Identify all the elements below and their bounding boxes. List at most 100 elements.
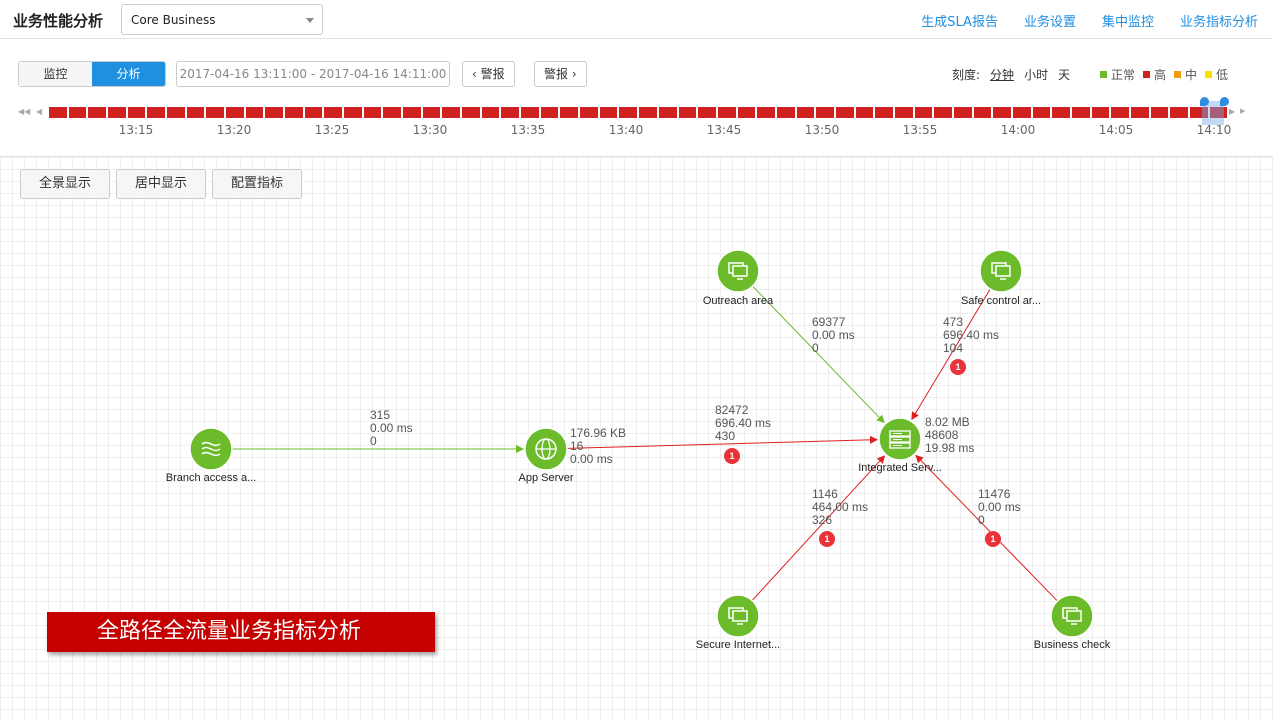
timeline-cell[interactable]	[540, 107, 559, 118]
timeline-cell[interactable]	[245, 107, 264, 118]
timeline-cell[interactable]	[953, 107, 972, 118]
timeline-cell[interactable]	[973, 107, 992, 118]
timeline-cell[interactable]	[855, 107, 874, 118]
timeline-cell[interactable]	[1150, 107, 1169, 118]
configure-metrics-button[interactable]: 配置指标	[212, 169, 303, 199]
node-business[interactable]: Business check	[1034, 594, 1111, 651]
timeline-cell[interactable]	[501, 107, 520, 118]
central-monitor-link[interactable]: 集中监控	[1101, 15, 1154, 30]
scale-day[interactable]: 天	[1058, 68, 1071, 82]
timeline-cell[interactable]	[560, 107, 579, 118]
edge-line[interactable]	[752, 285, 885, 424]
rewind-icon[interactable]: ◀◀	[18, 107, 31, 116]
timeline-cell[interactable]	[462, 107, 480, 118]
timeline-cell[interactable]	[934, 107, 952, 118]
timeline-cell[interactable]	[698, 107, 716, 118]
timeline-cell[interactable]	[914, 107, 933, 118]
scale-minute[interactable]: 分钟	[990, 68, 1015, 82]
timeline-cell[interactable]	[383, 107, 402, 118]
node-branch[interactable]: Branch access a...	[166, 427, 257, 484]
edge-line[interactable]	[566, 435, 879, 449]
tab-analysis[interactable]: 分析	[92, 62, 165, 86]
timeline-cell[interactable]	[363, 107, 382, 118]
node-outreach[interactable]: Outreach area	[703, 249, 774, 307]
timeline-cell[interactable]	[619, 107, 638, 118]
timeline-cell[interactable]	[206, 107, 225, 118]
node-secure[interactable]: Secure Internet...	[696, 594, 780, 651]
timeline-bar[interactable]	[49, 107, 1228, 118]
step-forward-icon[interactable]: ▶	[1229, 107, 1236, 116]
timeline-cell[interactable]	[580, 107, 598, 118]
timeline-cell[interactable]	[796, 107, 815, 118]
timeline-cell[interactable]	[68, 107, 87, 118]
timeline-cell[interactable]	[285, 107, 303, 118]
timeline-cell[interactable]	[186, 107, 205, 118]
timeline-cell[interactable]	[521, 107, 539, 118]
timeline-cell[interactable]	[757, 107, 775, 118]
timeline-cell[interactable]	[167, 107, 185, 118]
metric-analysis-link[interactable]: 业务指标分析	[1179, 15, 1258, 30]
timeline-cell[interactable]	[344, 107, 362, 118]
timeline-cell[interactable]	[1012, 107, 1031, 118]
timeline-cell[interactable]	[835, 107, 854, 118]
selection-end-handle[interactable]	[1220, 97, 1229, 106]
alarm-badge[interactable]	[985, 531, 1001, 547]
timeline-cell[interactable]	[304, 107, 323, 118]
timeline-cell[interactable]	[639, 107, 657, 118]
business-settings-link[interactable]: 业务设置	[1023, 15, 1076, 30]
timeline-cell[interactable]	[816, 107, 834, 118]
timeline-cell[interactable]	[1111, 107, 1129, 118]
timeline-cell[interactable]	[422, 107, 441, 118]
sla-report-link[interactable]: 生成SLA报告	[921, 15, 998, 30]
timeline-cell[interactable]	[127, 107, 146, 118]
timeline-cell[interactable]	[226, 107, 244, 118]
alarm-badge[interactable]	[819, 531, 835, 547]
step-back-icon[interactable]: ◀	[36, 107, 43, 116]
timeline-cell[interactable]	[1209, 107, 1228, 118]
timeline-cell[interactable]	[678, 107, 697, 118]
time-range-field[interactable]: 2017-04-16 13:11:00 - 2017-04-16 14:11:0…	[176, 61, 450, 87]
timeline-cell[interactable]	[1130, 107, 1149, 118]
edge-line[interactable]	[911, 288, 991, 421]
timeline-selection[interactable]	[1202, 101, 1224, 125]
timeline-cell[interactable]	[442, 107, 461, 118]
timeline-cell[interactable]	[108, 107, 126, 118]
node-app[interactable]: App Server	[518, 427, 574, 484]
selection-start-handle[interactable]	[1200, 97, 1209, 106]
alarm-badge[interactable]	[950, 359, 966, 375]
timeline-cell[interactable]	[324, 107, 343, 118]
timeline-cell[interactable]	[717, 107, 736, 118]
edge-line[interactable]	[915, 454, 1058, 602]
timeline-cell[interactable]	[658, 107, 677, 118]
timeline-cell[interactable]	[1052, 107, 1070, 118]
timeline-cell[interactable]	[894, 107, 913, 118]
timeline-cell[interactable]	[1189, 107, 1208, 118]
timeline-cell[interactable]	[1170, 107, 1188, 118]
timeline-cell[interactable]	[147, 107, 166, 118]
timeline-cell[interactable]	[599, 107, 618, 118]
edge-line[interactable]	[751, 455, 886, 601]
timeline-cell[interactable]	[481, 107, 500, 118]
timeline-cell[interactable]	[776, 107, 795, 118]
timeline-cell[interactable]	[403, 107, 421, 118]
prev-alarm-button[interactable]: ‹ 警报	[462, 61, 515, 87]
tab-monitor[interactable]: 监控	[19, 62, 92, 86]
timeline-cell[interactable]	[88, 107, 107, 118]
fast-forward-icon[interactable]: ▶	[1240, 107, 1246, 115]
scale-hour[interactable]: 小时	[1024, 68, 1049, 82]
timeline-cell[interactable]	[265, 107, 284, 118]
center-view-button[interactable]: 居中显示	[116, 169, 207, 199]
business-select[interactable]: Core Business	[121, 4, 323, 35]
timeline-cell[interactable]	[1071, 107, 1090, 118]
timeline-cell[interactable]	[875, 107, 893, 118]
fit-all-button[interactable]: 全景显示	[20, 169, 111, 199]
timeline-cell[interactable]	[737, 107, 756, 118]
